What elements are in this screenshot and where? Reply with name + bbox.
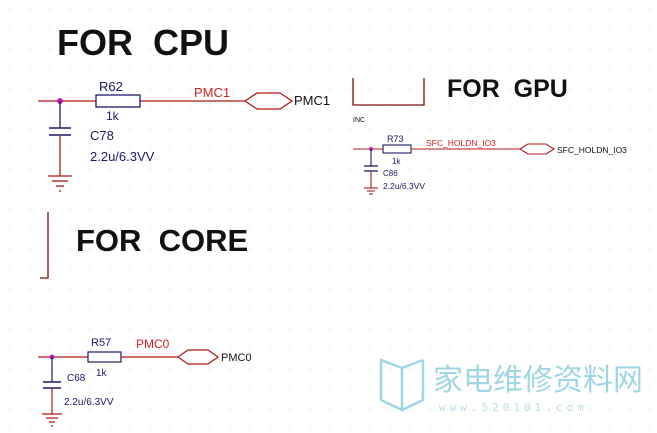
gpu-cap-value: 2.2u/6.3VV xyxy=(383,181,425,191)
gpu-cap-ref: C86 xyxy=(383,169,398,178)
cpu-resistor-value: 1k xyxy=(106,109,120,123)
gpu-frame xyxy=(352,78,425,106)
watermark: 家电维修资料网 www.520101.com xyxy=(379,358,643,414)
cpu-resistor-r62[interactable] xyxy=(95,94,141,108)
core-resistor-ref: R57 xyxy=(91,337,111,349)
core-resistor-r57[interactable] xyxy=(87,351,122,363)
cpu-resistor-ref: R62 xyxy=(99,79,123,94)
core-port-label: PMC0 xyxy=(221,352,252,364)
gpu-resistor-ref: R73 xyxy=(387,134,404,144)
gpu-resistor-r73[interactable] xyxy=(382,144,412,154)
gpu-resistor-value: 1k xyxy=(392,157,401,166)
core-frame xyxy=(40,212,49,279)
gpu-section: FOR GPU INC R73 1k SFC_HOLDN_IO3 SFC_HOL… xyxy=(352,75,627,195)
gpu-pin-note: INC xyxy=(353,117,365,124)
gpu-port-sfc-holdn-io3[interactable] xyxy=(518,143,556,155)
core-cap-ref: C68 xyxy=(67,373,86,384)
watermark-url: www.520101.com xyxy=(439,401,588,414)
core-port-pmc0[interactable] xyxy=(176,349,220,365)
cpu-heading: FOR CPU xyxy=(57,22,229,63)
core-heading: FOR CORE xyxy=(76,223,248,258)
core-cap-value: 2.2u/6.3VV xyxy=(64,397,114,408)
cpu-port-pmc1[interactable] xyxy=(243,92,294,110)
watermark-text: 家电维修资料网 xyxy=(433,363,643,398)
book-logo-icon xyxy=(379,358,425,412)
gpu-port-label: SFC_HOLDN_IO3 xyxy=(557,145,627,155)
core-resistor-value: 1k xyxy=(96,368,108,379)
cpu-port-label: PMC1 xyxy=(294,93,330,108)
cpu-net-label: PMC1 xyxy=(194,85,230,100)
cpu-ground-icon xyxy=(48,175,72,192)
core-section: FOR CORE R57 1k PMC0 PMC0 C68 2.2u/6.3VV xyxy=(38,212,252,427)
cpu-cap-ref: C78 xyxy=(90,128,114,143)
gpu-net-label: SFC_HOLDN_IO3 xyxy=(426,138,496,148)
cpu-cap-value: 2.2u/6.3VV xyxy=(90,149,155,164)
core-net-label: PMC0 xyxy=(136,337,170,351)
gpu-heading: FOR GPU xyxy=(447,75,568,103)
gpu-ground-icon xyxy=(364,187,378,195)
core-ground-icon xyxy=(42,413,62,427)
cpu-section: FOR CPU R62 1k PMC1 PMC1 C78 2.2u/6.3VV xyxy=(38,22,330,192)
